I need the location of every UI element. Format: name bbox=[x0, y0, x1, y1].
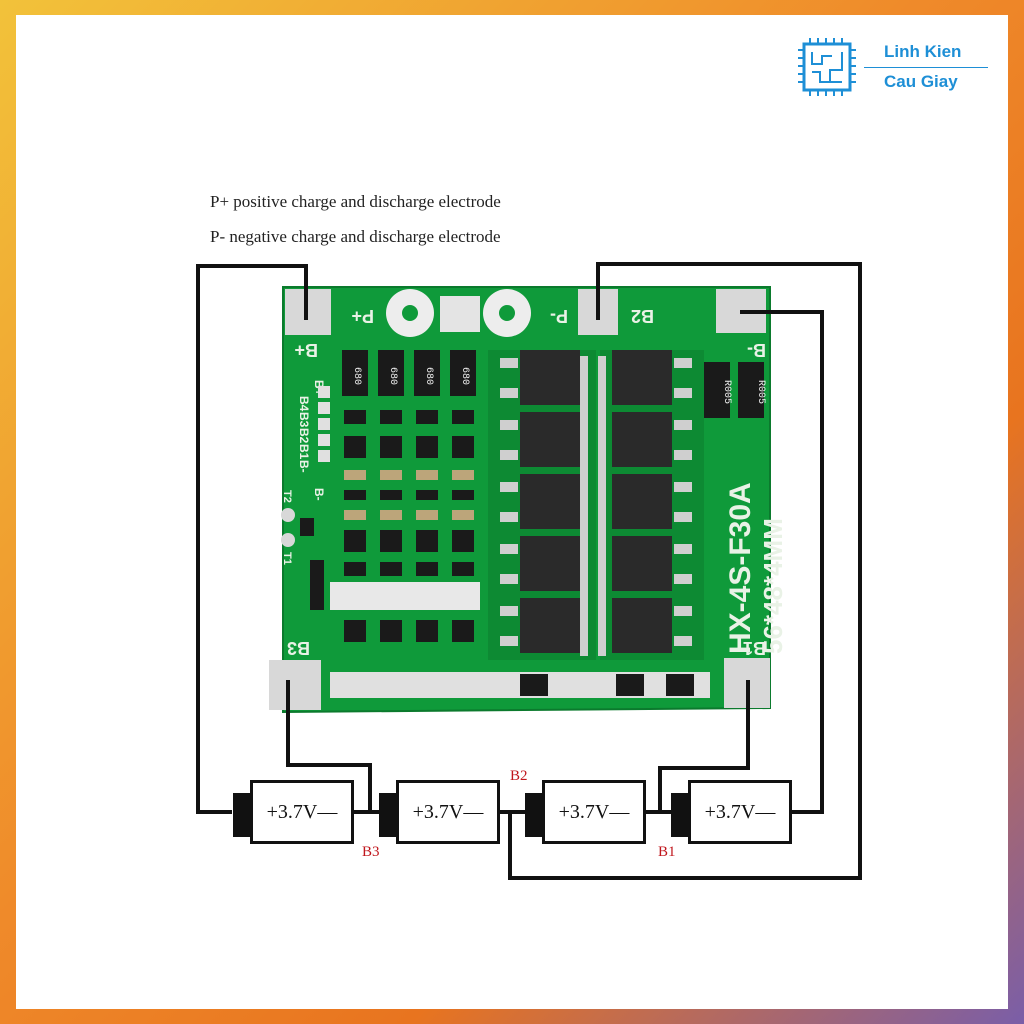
note-p-minus: P- negative charge and discharge electro… bbox=[210, 227, 501, 246]
resistor-label-1: 680 bbox=[351, 367, 362, 385]
battery-terminal bbox=[525, 793, 542, 837]
silk-bplus: B+ bbox=[294, 340, 318, 360]
wire-bminus bbox=[740, 310, 824, 814]
battery-label: +3.7V— bbox=[412, 801, 484, 823]
brand-name-line1: Linh Kien bbox=[884, 42, 962, 61]
silk-bminus: B- bbox=[747, 340, 766, 360]
sense-pad-t1: T1 bbox=[281, 552, 293, 565]
battery-label: +3.7V— bbox=[704, 801, 776, 823]
battery-terminal bbox=[671, 793, 688, 837]
side-pin-4: B1 bbox=[297, 444, 311, 460]
battery-cell-2: +3.7V— bbox=[379, 780, 500, 844]
smd-components bbox=[310, 410, 710, 698]
bms-board: B+ P+ P- B2 B- B3 B1 B+ B4 B3 B2 B1 B- B… bbox=[269, 286, 788, 714]
brand-name-line2: Cau Giay bbox=[884, 72, 958, 91]
side-pin-3: B2 bbox=[297, 428, 311, 444]
node-label-b1: B1 bbox=[658, 844, 676, 860]
wire-bplus bbox=[196, 264, 308, 814]
shunt-label-1: R005 bbox=[721, 380, 732, 404]
side-pin-2: B3 bbox=[297, 412, 311, 428]
battery-cell-1: +3.7V— bbox=[233, 780, 354, 844]
resistor-label-2: 680 bbox=[387, 367, 398, 385]
battery-label: +3.7V— bbox=[558, 801, 630, 823]
resistor-label-3: 680 bbox=[423, 367, 434, 385]
note-p-plus: P+ positive charge and discharge electro… bbox=[210, 192, 501, 211]
brand-logo: Linh Kien Cau Giay bbox=[796, 36, 996, 100]
silk-b2: B2 bbox=[631, 306, 654, 326]
node-label-b3: B3 bbox=[362, 844, 380, 860]
silk-b1: B1 bbox=[743, 638, 766, 658]
battery-terminal bbox=[379, 793, 396, 837]
mosfet-array bbox=[488, 350, 704, 660]
shunt-resistor-2 bbox=[738, 362, 764, 418]
battery-terminal bbox=[233, 793, 250, 837]
resistor-label-4: 680 bbox=[459, 367, 470, 385]
side-pin-5: B- bbox=[297, 460, 311, 473]
silk-pminus: P- bbox=[550, 306, 568, 326]
shunt-resistor-1 bbox=[704, 362, 730, 418]
board-model-line2: 56*48*4MM bbox=[758, 518, 788, 654]
battery-cell-4: +3.7V— bbox=[671, 780, 792, 844]
side-pin-header: B+ B4 B3 B2 B1 B- B- T2 T1 bbox=[281, 380, 330, 565]
battery-cell-3: +3.7V— bbox=[525, 780, 646, 844]
chip-logo-icon bbox=[798, 38, 856, 96]
pad-b3 bbox=[269, 660, 321, 710]
sense-pad-t2: T2 bbox=[281, 490, 293, 503]
wires bbox=[196, 262, 862, 880]
board-model-line1: HX-4S-F30A bbox=[724, 482, 757, 654]
side-bminus-label: B- bbox=[312, 488, 326, 501]
shunt-label-2: R005 bbox=[755, 380, 766, 404]
node-label-b2: B2 bbox=[510, 768, 528, 784]
logo-divider bbox=[864, 67, 988, 68]
resistor-row: 680 680 680 680 bbox=[342, 350, 476, 396]
battery-label: +3.7V— bbox=[266, 801, 338, 823]
silk-pplus: P+ bbox=[351, 306, 374, 326]
silk-b3: B3 bbox=[287, 638, 310, 658]
side-pin-1: B4 bbox=[297, 396, 311, 412]
